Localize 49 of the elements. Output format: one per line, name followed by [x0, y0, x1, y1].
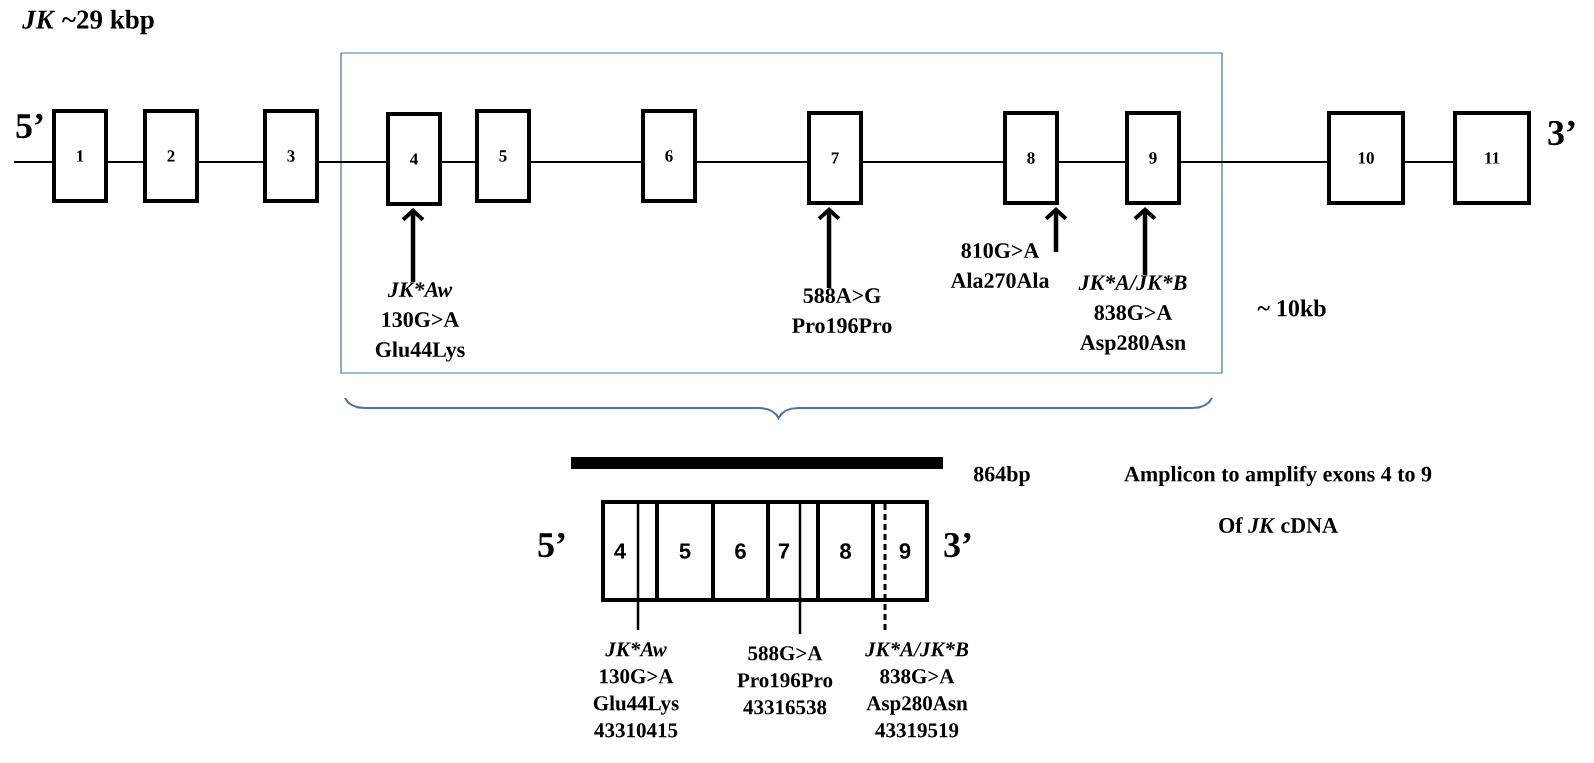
size-label: 864bp [973, 466, 1030, 486]
variant-label: JK*A/JK*B 838G>A Asp280Asn 43319519 [865, 642, 969, 738]
region-frame [340, 52, 1223, 374]
backbone-line [107, 161, 144, 163]
annotation-label: 3’ [944, 532, 971, 558]
backbone-line [862, 161, 1004, 163]
exon-box: 3 [263, 109, 319, 203]
arrow [817, 207, 841, 288]
variant-label: JK*Aw 130G>A Glu44Lys [375, 282, 465, 362]
variant-label: JK*A/JK*B 838G>A Asp280Asn [1078, 275, 1187, 355]
exon-box: 9 [1125, 111, 1181, 205]
gene-title: JK ~29 kbp [22, 9, 154, 35]
arrow [1044, 207, 1068, 252]
exon-box: 11 [1453, 111, 1531, 205]
exon-box: 4 [601, 500, 659, 602]
variant-label: 810G>A Ala270Ala [950, 243, 1050, 289]
exon-box: 8 [1003, 111, 1059, 205]
backbone-line [13, 161, 53, 163]
variant-label: 588A>G Pro196Pro [792, 288, 892, 334]
arrow [401, 208, 425, 282]
backbone-line [1404, 161, 1454, 163]
annotation-label: ~ 10kb [1257, 299, 1326, 317]
exon-box: 2 [143, 109, 199, 203]
amplicon-bar [571, 457, 943, 469]
backbone-line [1180, 161, 1328, 163]
exon-box: 8 [816, 500, 875, 602]
backbone-line [318, 161, 387, 163]
exon-box: 1 [52, 109, 108, 203]
backbone-line [696, 161, 808, 163]
backbone-line [530, 161, 642, 163]
backbone-line [441, 161, 476, 163]
backbone-line [198, 161, 264, 163]
exon-box: 7 [807, 111, 863, 205]
variant-label: JK*Aw 130G>A Glu44Lys 43310415 [593, 642, 679, 738]
annotation-label: 5’ [538, 532, 565, 558]
variant-label: 588G>A Pro196Pro 43316538 [737, 646, 833, 715]
exon-box: 6 [711, 500, 770, 602]
annotation-label: Of JK cDNA [1219, 517, 1338, 533]
backbone-line [1058, 161, 1126, 163]
exon-box: 7 [766, 500, 820, 602]
exon-box: 9 [871, 500, 929, 602]
exon-box: 6 [641, 109, 697, 203]
exon-box: 4 [386, 112, 442, 206]
exon-box: 10 [1327, 111, 1405, 205]
annotation-label: 5’ [16, 113, 43, 139]
exon-box: 5 [655, 500, 715, 602]
exon-box: 5 [475, 109, 531, 203]
annotation-label: Amplicon to amplify exons 4 to 9 [1124, 465, 1432, 487]
arrow [1133, 207, 1157, 275]
